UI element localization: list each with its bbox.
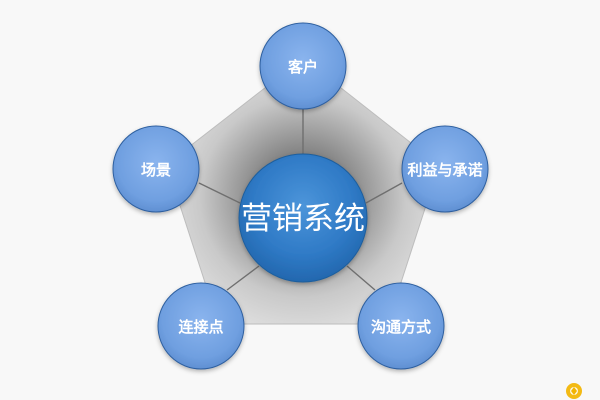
outer-node-label-benefit: 利益与承诺	[407, 161, 482, 179]
connector-line-benefit	[365, 182, 403, 204]
outer-node-label-scene: 场景	[141, 161, 171, 179]
connector-lines	[198, 108, 403, 291]
center-circle	[238, 153, 368, 283]
outer-node-circle-scene	[112, 125, 200, 213]
connector-line-communication	[346, 265, 376, 291]
connector-line-scene	[198, 182, 241, 204]
outer-node-benefit: 利益与承诺	[401, 125, 489, 213]
outer-node-touchpoint: 连接点	[157, 282, 245, 370]
center-label: 营销系统	[241, 201, 365, 237]
outer-node-label-customer: 客户	[287, 58, 318, 76]
outer-node-scene: 场景	[112, 125, 200, 213]
outer-node-circle-touchpoint	[157, 282, 245, 370]
outer-node-circle-communication	[357, 282, 445, 370]
outer-node-communication: 沟通方式	[357, 282, 445, 370]
outer-node-circle-benefit	[401, 125, 489, 213]
outer-node-customer: 客户	[259, 22, 347, 110]
connector-line-touchpoint	[226, 265, 260, 291]
outer-node-label-communication: 沟通方式	[371, 318, 431, 336]
watermark-icon	[566, 383, 582, 399]
outer-node-label-touchpoint: 连接点	[178, 318, 223, 336]
outer-node-circle-customer	[259, 22, 347, 110]
center-node: 营销系统	[238, 153, 368, 283]
